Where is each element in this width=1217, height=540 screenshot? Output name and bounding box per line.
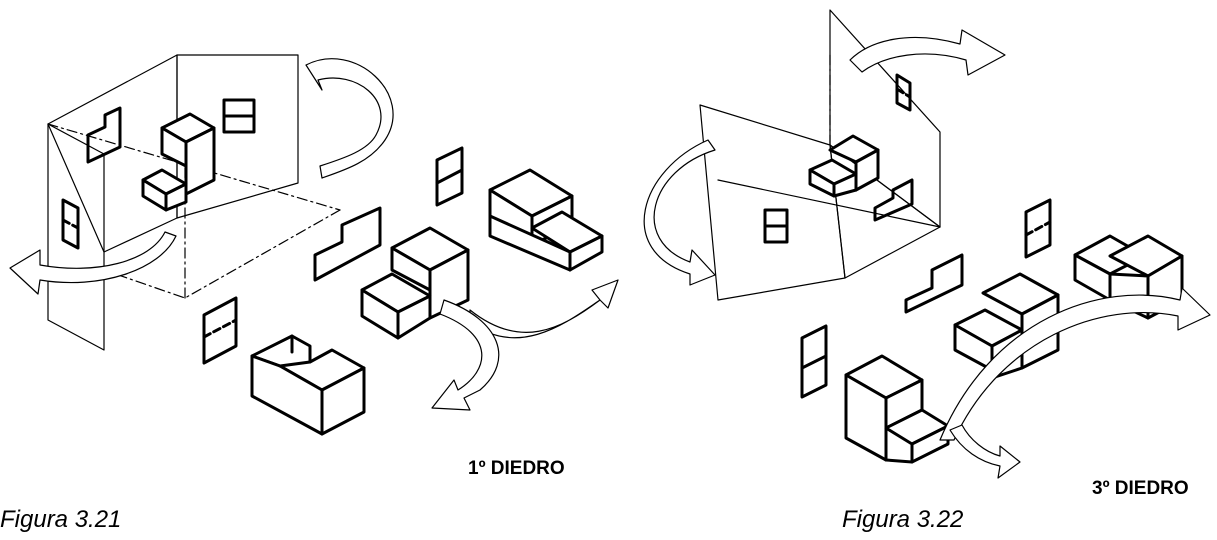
view-on-tall-plane <box>895 73 912 112</box>
rotation-arrow-down <box>431 299 500 411</box>
rotation-arrow-down-right <box>949 424 1021 479</box>
exploded-view-top <box>435 146 464 207</box>
exploded-view-l-right <box>904 253 964 314</box>
front-plane-right <box>829 144 941 279</box>
small-part-inside <box>141 112 216 212</box>
rotation-arrow-top <box>305 58 394 179</box>
rotation-arrow-right <box>469 279 619 339</box>
rotation-arrow-long-right <box>939 287 1211 441</box>
figure-caption-left: Figura 3.21 <box>0 506 122 533</box>
first-dihedral-label: 1º DIEDRO <box>468 458 565 479</box>
view-on-right-plane <box>873 178 914 222</box>
exploded-view-top-right <box>1024 198 1052 259</box>
rotation-arrow-top-right <box>849 29 1006 76</box>
fold-line-bottom <box>103 209 341 299</box>
view-on-profile-plane <box>61 198 80 250</box>
third-dihedral-label: 3º DIEDRO <box>1092 478 1189 499</box>
exploded-solid-lower-right <box>844 354 950 464</box>
rotation-arrow-left-right <box>643 139 716 286</box>
exploded-solid-upper <box>488 168 604 272</box>
first-dihedral-diagram <box>9 54 619 436</box>
fold-line-top <box>47 123 341 211</box>
rotation-arrow-left <box>9 231 177 295</box>
exploded-view-bottom <box>202 296 238 365</box>
exploded-view-bottom-right <box>800 324 828 399</box>
vertical-plane <box>176 54 299 219</box>
profile-plane <box>47 123 105 351</box>
exploded-solid-center <box>360 226 470 340</box>
horizontal-fold-line <box>717 179 941 228</box>
figure-caption-right: Figura 3.22 <box>842 506 964 533</box>
exploded-view-l-shape <box>313 206 382 282</box>
view-on-back-plane <box>86 106 122 164</box>
exploded-solid-lower <box>250 334 366 436</box>
third-dihedral-diagram <box>643 9 1211 479</box>
small-part-inside-right <box>808 134 880 198</box>
